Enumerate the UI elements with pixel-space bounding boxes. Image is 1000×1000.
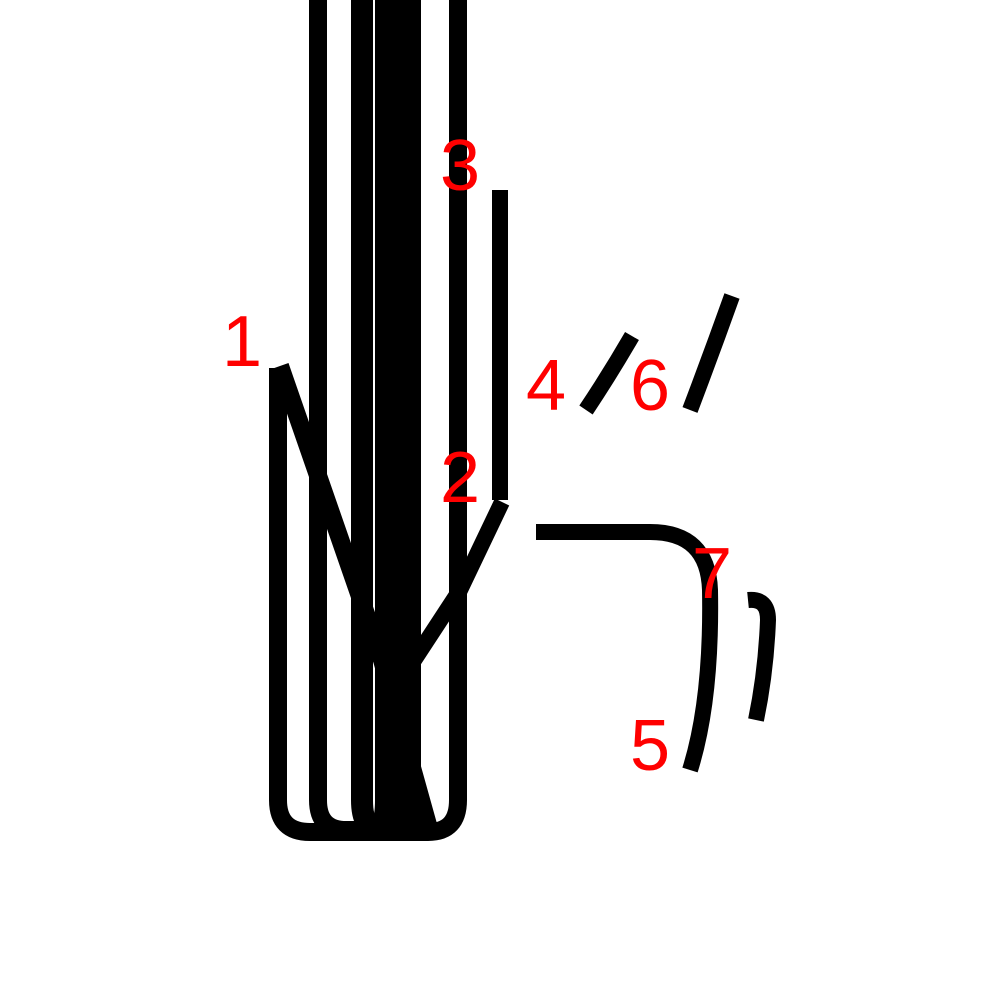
- stroke-7-hook: [747, 591, 776, 722]
- stroke-group: [269, 0, 776, 841]
- stroke-label-2: 2: [440, 438, 480, 518]
- stroke-labels: 1 2 3 4 5 6 7: [222, 126, 732, 786]
- stroke-label-7: 7: [692, 534, 732, 614]
- stroke-label-3: 3: [440, 126, 480, 206]
- stroke-2-diagonal: [381, 498, 510, 705]
- stroke-5-turn: [536, 524, 719, 773]
- stroke-label-4: 4: [526, 346, 566, 426]
- stroke-label-6: 6: [630, 346, 670, 426]
- stroke-1-inner-loop-c: [389, 0, 430, 837]
- stroke-label-1: 1: [222, 302, 262, 382]
- stroke-1-diagonal: [271, 363, 439, 835]
- stroke-label-5: 5: [630, 706, 670, 786]
- stroke-4-slant: [579, 331, 639, 415]
- stroke-6-slant: [682, 293, 740, 413]
